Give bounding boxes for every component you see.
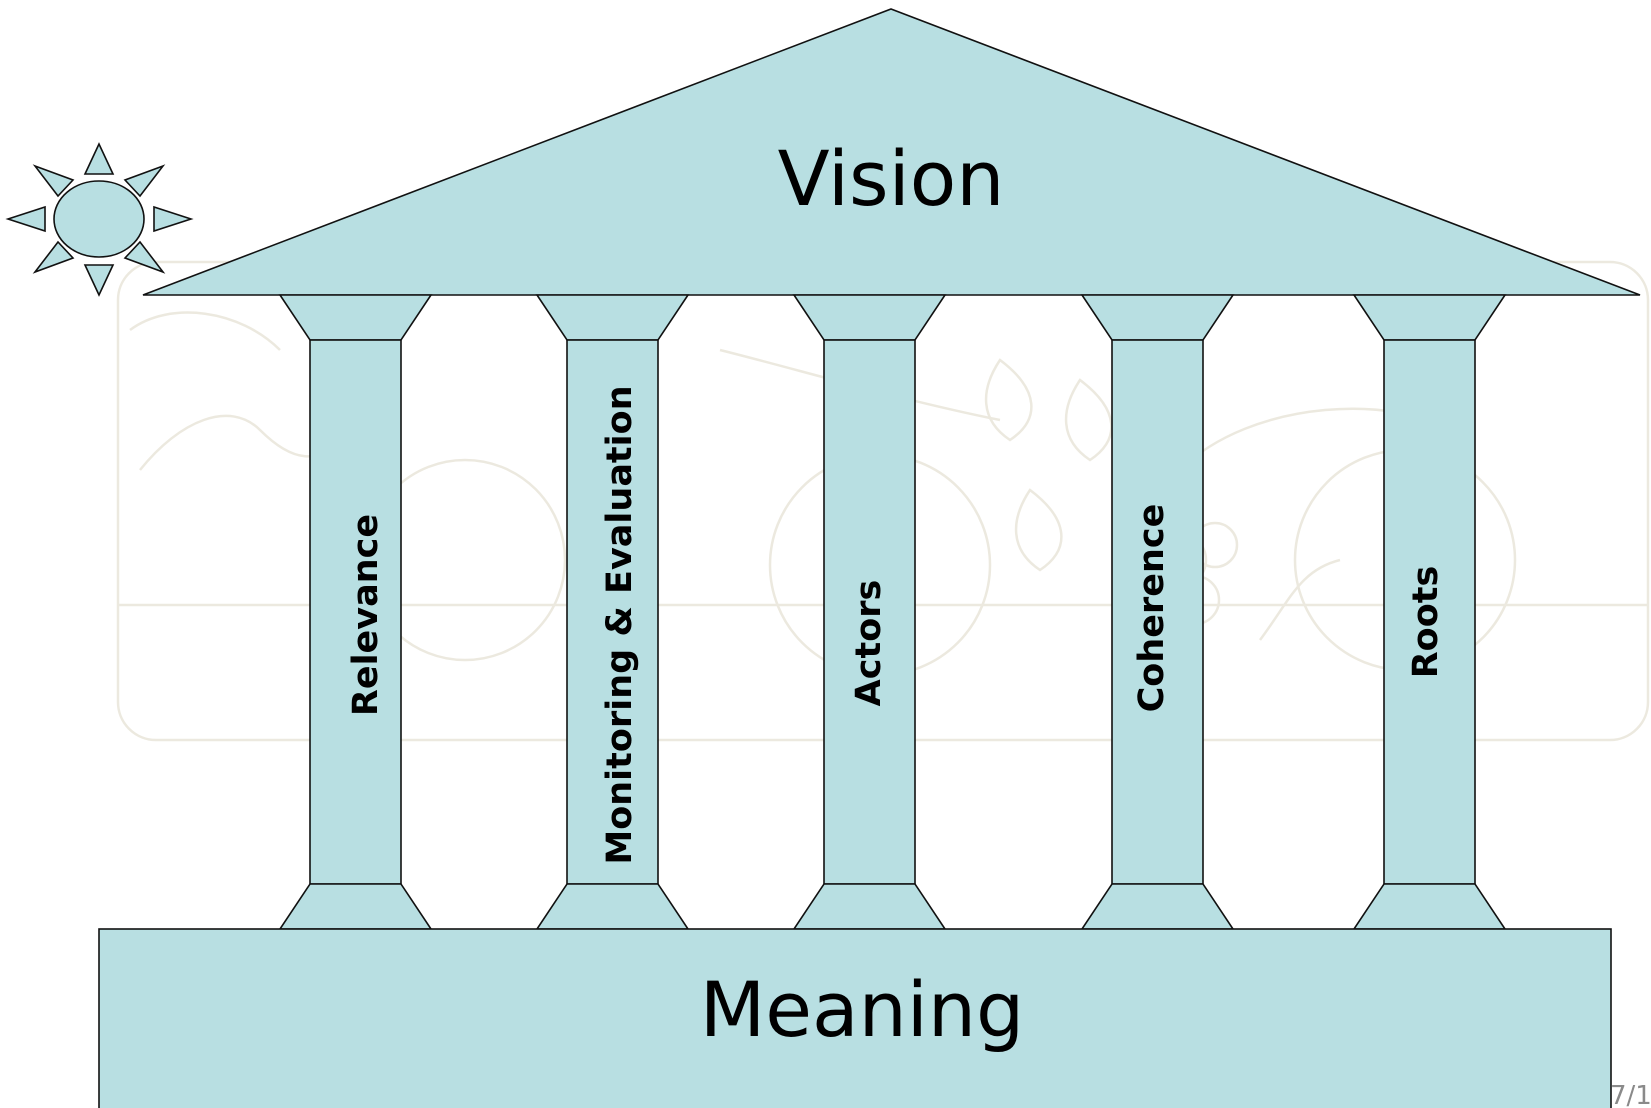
sun-icon bbox=[5, 142, 194, 297]
pillar-label: Coherence bbox=[1132, 504, 1172, 713]
pillar-actors: Actors bbox=[792, 294, 947, 930]
pillar-label: Roots bbox=[1406, 566, 1446, 679]
roof-label: Vision bbox=[778, 134, 1005, 223]
pillar-base bbox=[278, 883, 433, 930]
pillar-capital bbox=[535, 294, 690, 341]
pillar-capital bbox=[1352, 294, 1507, 341]
base-label: Meaning bbox=[700, 965, 1025, 1054]
pillar-capital bbox=[278, 294, 433, 341]
pillars-group: Relevance Monitoring & Evaluation Actors… bbox=[278, 294, 1507, 930]
pillar-shaft bbox=[1383, 339, 1476, 885]
pillar-monitoring-evaluation: Monitoring & Evaluation bbox=[535, 294, 690, 930]
pillar-relevance: Relevance bbox=[278, 294, 433, 930]
pillar-label: Actors bbox=[849, 580, 889, 707]
pillar-shaft bbox=[823, 339, 916, 885]
pillar-shaft bbox=[1111, 339, 1204, 885]
pillar-base bbox=[535, 883, 690, 930]
pillar-base bbox=[792, 883, 947, 930]
page-number: 7/1 bbox=[1610, 1081, 1651, 1108]
pillar-label: Relevance bbox=[346, 514, 386, 716]
pillar-coherence: Coherence bbox=[1080, 294, 1235, 930]
pillar-shaft bbox=[566, 339, 659, 885]
foundation-base bbox=[98, 928, 1612, 1108]
pillar-shaft bbox=[309, 339, 402, 885]
pillar-roots: Roots bbox=[1352, 294, 1507, 930]
pillar-label: Monitoring & Evaluation bbox=[600, 385, 640, 864]
pillar-base bbox=[1080, 883, 1235, 930]
pillar-capital bbox=[1080, 294, 1235, 341]
pillar-base bbox=[1352, 883, 1507, 930]
pillar-capital bbox=[792, 294, 947, 341]
